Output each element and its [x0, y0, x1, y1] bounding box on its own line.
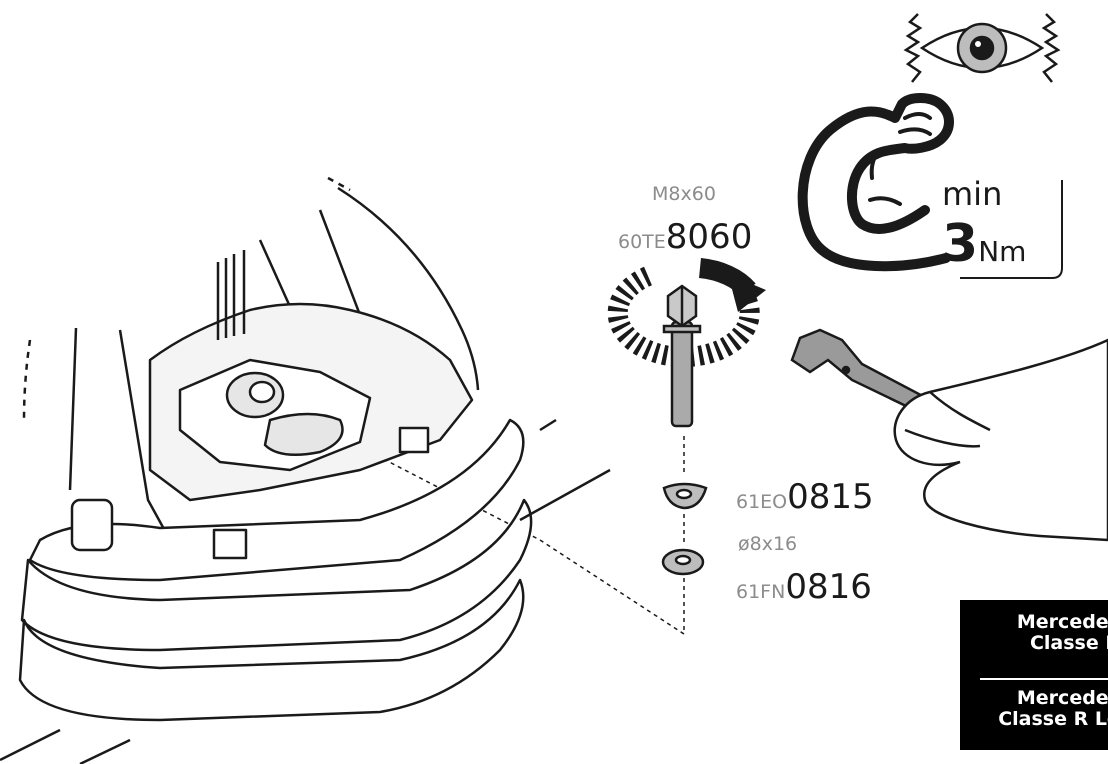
bolt-code-number: 8060: [666, 217, 753, 257]
spacer-code-prefix: 61EO: [736, 491, 787, 513]
washer-graphic: [663, 550, 703, 574]
bolt-size: M8x60: [652, 185, 716, 204]
vehicle-model-box: Mercedes Classe R Mercedes Classe R Lo: [960, 600, 1108, 750]
washer-code-prefix: 61FN: [736, 581, 785, 603]
washer-code: 61FN0816: [736, 570, 872, 604]
model-2-line2: Classe R Lo: [920, 709, 1108, 730]
washer-code-number: 0816: [785, 567, 872, 607]
torque-value: 3Nm: [942, 218, 1026, 270]
bolt-code-prefix: 60TE: [618, 231, 666, 253]
eye-icon: [906, 14, 1058, 82]
vehicle-rear-graphic: [0, 178, 610, 764]
torque-min-label: min: [942, 178, 1002, 210]
hand-graphic: [895, 340, 1108, 540]
spacer-code-number: 0815: [787, 477, 874, 517]
torque-number: 3: [942, 214, 978, 274]
spacer-graphic: [664, 484, 706, 508]
bolt-graphic: [664, 286, 700, 426]
flexed-arm-icon: [803, 98, 949, 266]
torque-unit: Nm: [978, 235, 1026, 268]
model-entry-1: Mercedes Classe R: [920, 612, 1108, 654]
model-1-line1: Mercedes: [920, 612, 1108, 633]
model-entry-2: Mercedes Classe R Lo: [920, 688, 1108, 730]
washer-size: ø8x16: [738, 535, 797, 554]
model-1-line2: Classe R: [920, 633, 1108, 654]
model-divider: [980, 678, 1108, 680]
spacer-code: 61EO0815: [736, 480, 874, 514]
bolt-code: 60TE8060: [618, 220, 752, 254]
model-2-line1: Mercedes: [920, 688, 1108, 709]
